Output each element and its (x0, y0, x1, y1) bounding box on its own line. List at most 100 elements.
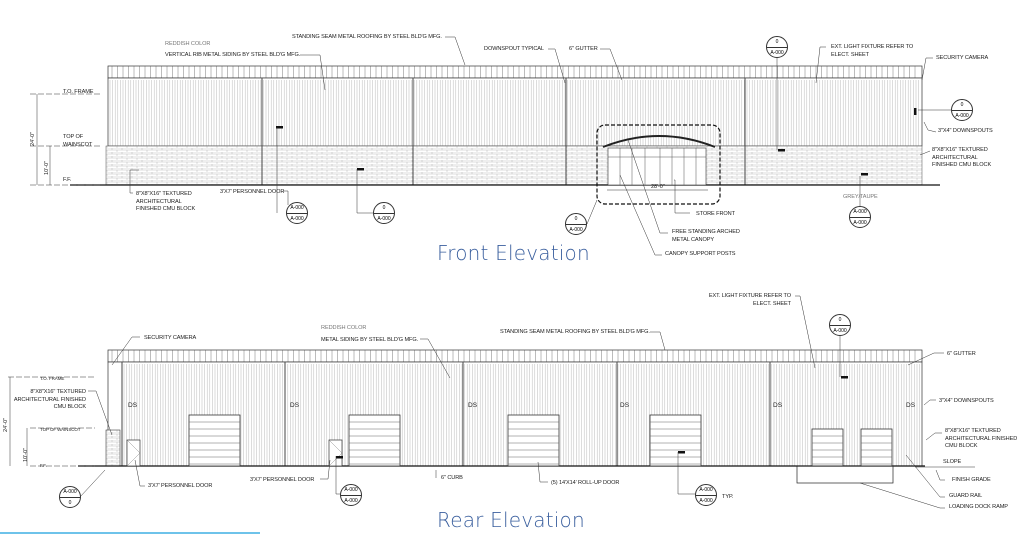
door-swing (126, 439, 141, 467)
rear-elevation-building (8, 349, 925, 484)
front-level-to-frame: T.O. FRAME (63, 89, 94, 95)
cmu-column (105, 429, 121, 467)
leader-line (111, 336, 140, 366)
loading-dock-ramp (796, 465, 894, 484)
leader-line (619, 174, 662, 256)
leader-line (586, 199, 598, 225)
light-fixture (678, 451, 685, 454)
front-dim-24ft: 24'-0" (30, 131, 36, 146)
roof-band (107, 349, 923, 363)
light-fixture (778, 149, 785, 152)
tag-bottom: 0 (68, 500, 72, 506)
leader-line (919, 150, 931, 156)
front-grey-taupe-note: GREY/TAUPE (843, 194, 878, 200)
front-downspout-note: DOWNSPOUT TYPICAL (484, 46, 544, 52)
leader-line (925, 432, 942, 441)
leader-line (859, 482, 945, 509)
rear-cmu-note-right: 8"X8"X16" TEXTURED ARCHITECTURAL FINISHE… (945, 428, 1018, 449)
tag-bottom: A-000 (955, 113, 969, 119)
front-personnel-door-note: 3'X7' PERSONNEL DOOR (220, 189, 285, 195)
curb-note: 6" CURB (441, 475, 463, 481)
tag-top: A-000 (341, 485, 361, 496)
leader-line (320, 459, 331, 480)
tag-bottom: A-000 (833, 328, 847, 334)
leader-line (650, 331, 666, 351)
downspout-marker: DS (620, 402, 630, 409)
front-dim-10ft: 10'-0" (44, 160, 50, 175)
arched-canopy (602, 135, 716, 148)
leader-line (674, 179, 690, 214)
tag-bottom: A-000 (770, 50, 784, 56)
front-cmu-note-right: 8"X8"X16" TEXTURED ARCHITECTURAL FINISHE… (932, 147, 992, 168)
canopy-note: FREE STANDING ARCHED METAL CANOPY (672, 229, 740, 243)
leader-line (815, 46, 826, 84)
leader-line (795, 295, 816, 369)
leader-line (935, 469, 945, 481)
leader-lines (79, 36, 975, 509)
leader-line (905, 454, 945, 498)
tag-top: A-000 (287, 203, 307, 214)
leader-line (79, 469, 106, 498)
accent-underline (0, 532, 260, 534)
rear-level-ff: F.F. (40, 463, 47, 468)
rear-dim-10ft: 10'-0" (23, 447, 29, 462)
rear-gutter-note: 6" GUTTER (947, 351, 976, 357)
light-fixture (841, 376, 848, 379)
canopy-posts-note: CANOPY SUPPORT POSTS (665, 251, 736, 257)
leader-line (445, 36, 466, 66)
canopy-detail-box (596, 124, 721, 205)
front-level-ff: F.F. (63, 177, 72, 183)
leader-line (300, 54, 326, 91)
downspout-marker: DS (468, 402, 478, 409)
rear-light-fixture-note: EXT. LIGHT FIXTURE REFER TO ELECT. SHEET (708, 293, 791, 307)
roof-band (107, 65, 923, 79)
leader-line (600, 48, 623, 81)
slope-note: SLOPE (943, 459, 962, 465)
rear-downspouts-note: 3"X4" DOWNSPOUTS (939, 398, 994, 404)
front-level-wainscot: TOP OF WAINSCOT (63, 134, 93, 148)
roll-up-door-note: (5) 14'X14' ROLL-UP DOOR (551, 480, 620, 486)
downspout-marker: DS (906, 402, 916, 409)
roll-up-door (348, 414, 401, 467)
personnel-door (328, 439, 343, 467)
downspout-marker: DS (128, 402, 138, 409)
leader-line (923, 121, 937, 133)
tag-bottom: A-000 (853, 220, 867, 226)
metal-siding-wall (107, 77, 923, 147)
metal-ribs (111, 350, 916, 362)
front-light-fixture-note: EXT. LIGHT FIXTURE REFER TO ELECT. SHEET (831, 44, 914, 58)
leader-line (627, 139, 668, 234)
roll-up-door (811, 428, 844, 467)
light-fixture (357, 168, 364, 171)
leader-line (921, 57, 933, 81)
tag-bottom: A-000 (290, 216, 304, 222)
roll-up-door (507, 414, 560, 467)
leader-line (283, 190, 289, 205)
rear-personnel-door-note-2: 3'X7' PERSONNEL DOOR (250, 477, 315, 483)
rear-color-note: REDDISH COLOR (321, 325, 367, 331)
leader-line (356, 169, 373, 214)
rear-cmu-note-left: 8"X8"X16" TEXTURED ARCHITECTURAL FINISHE… (13, 389, 86, 410)
typ-note: TYP. (722, 494, 734, 500)
door-swing (328, 439, 343, 467)
leader-line (548, 48, 566, 84)
tag-bottom: A-000 (344, 498, 358, 504)
loading-dock-ramp-note: LOADING DOCK RAMP (949, 504, 1008, 510)
rear-level-wainscot: TOP OF WAINSCOT (40, 427, 81, 432)
front-elevation-building (30, 65, 940, 205)
downspout-marker: DS (773, 402, 783, 409)
front-gutter-note: 6" GUTTER (569, 46, 598, 52)
tag-top: 0 (952, 100, 972, 111)
front-color-note: REDDISH COLOR (165, 41, 211, 47)
leader-line (335, 456, 340, 495)
